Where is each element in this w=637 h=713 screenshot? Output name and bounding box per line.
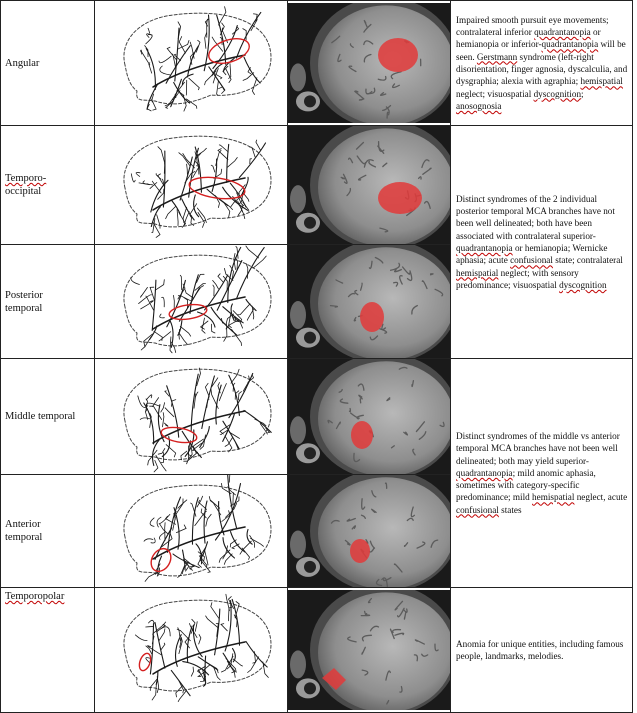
description-cell: Distinct syndromes of the middle vs ante… [450, 358, 633, 588]
text-run: syndrome (left-right disorientation, fin… [456, 51, 628, 87]
brain-sketch-cell [94, 0, 288, 126]
underlined-term: quadrantanopia [456, 467, 513, 478]
underlined-term: hemispatial [456, 267, 499, 278]
mri-sagittal-image [288, 590, 450, 710]
region-cell: Temporo- occipital [0, 125, 95, 245]
underlined-term: confusional [510, 255, 553, 266]
mri-sagittal-image [288, 126, 450, 244]
description-text: Anomia for unique entities, including fa… [456, 639, 623, 661]
brain-vessel-sketch [123, 367, 272, 473]
region-label: Middle temporal [5, 411, 76, 422]
region-cell: Anterior temporal [0, 474, 95, 588]
region-label: Posterior [5, 289, 43, 301]
brain-vessel-sketch [123, 593, 272, 702]
underlined-term: anosognosia [456, 100, 502, 111]
description-cell: Anomia for unique entities, including fa… [450, 587, 633, 713]
brain-vessel-sketch [123, 6, 272, 112]
region-label-line2: temporal [5, 532, 43, 543]
mri-cell [287, 125, 451, 245]
region-label: Anterior [5, 519, 41, 530]
description-text: Distinct syndromes of the middle vs ante… [456, 431, 627, 515]
table-row: Middle temporal Distinct syndromes of th… [0, 358, 633, 588]
table-row: Posterior temporal [0, 244, 633, 359]
table-row: Temporopolar Anomia for unique entities,… [0, 587, 633, 713]
mri-cell [287, 0, 451, 126]
brain-vessel-sketch [123, 475, 272, 582]
underlined-term: quadrantanopia [456, 243, 513, 253]
description-text: Distinct syndromes of the 2 individual p… [456, 194, 623, 290]
region-cell: Angular [0, 0, 95, 126]
mri-sagittal-image [288, 245, 450, 358]
text-run: or hemianopia or inferior- [456, 27, 601, 50]
mri-sagittal-image [288, 475, 450, 587]
text-run: states [498, 504, 522, 515]
description-cell: Impaired smooth pursuit eye movements; c… [450, 0, 633, 126]
brain-sketch-cell [94, 587, 288, 713]
underlined-term: quadrantanopia [534, 27, 591, 38]
mri-sagittal-image [288, 3, 450, 123]
underlined-term: hemispatial [532, 492, 575, 503]
underlined-term: dyscognition [559, 279, 607, 290]
table-row: Anterior temporal [0, 474, 633, 588]
mri-cell [287, 474, 451, 588]
text-run: neglect; with sensory predominance; visu… [456, 267, 579, 290]
table-row: Angular Impaired smooth pursuit eye move… [0, 0, 633, 126]
brain-vessel-sketch [123, 135, 272, 238]
mri-cell [287, 587, 451, 713]
underlined-term: hemispatial [580, 76, 623, 87]
text-run: Impaired smooth pursuit eye movements; c… [456, 14, 609, 38]
text-run: Distinct syndromes of the middle vs ante… [456, 430, 620, 466]
text-run: will be seen. [456, 39, 626, 62]
underlined-term: dyscognition [533, 88, 582, 99]
text-run: Anomia for unique entities, including fa… [456, 638, 624, 661]
region-cell: Middle temporal [0, 358, 95, 475]
text-run: state; contralateral [552, 255, 623, 266]
region-label: Angular [5, 57, 40, 69]
region-label-line2: occipital [5, 186, 42, 197]
underlined-term: Gerstmann [476, 51, 518, 62]
mri-cell [287, 358, 451, 475]
description-cell: Distinct syndromes of the 2 individual p… [450, 125, 633, 359]
region-cell: Posterior temporal [0, 244, 95, 359]
mri-sagittal-image [288, 359, 450, 474]
text-run: Distinct syndromes of the 2 individual p… [456, 193, 615, 241]
region-label: Temporo- [5, 173, 47, 184]
region-label: Temporopolar [5, 591, 65, 602]
table-row: Temporo- occipital Distinct syndromes of… [0, 125, 633, 359]
brain-sketch-cell [94, 474, 288, 588]
underlined-term: quadrantanopia [541, 39, 599, 50]
text-run: ; [581, 88, 584, 99]
underlined-term: confusional [456, 504, 499, 515]
mri-cell [287, 244, 451, 359]
brain-sketch-cell [94, 358, 288, 475]
region-label-line2: temporal [5, 302, 43, 314]
description-text: Impaired smooth pursuit eye movements; c… [456, 15, 627, 111]
text-run: or hemianopia; Wernicke aphasia; acute [456, 243, 608, 266]
text-run: ; mild anomic aphasia, sometimes with ca… [456, 467, 596, 503]
text-run: neglect, acute [574, 492, 628, 503]
text-run: neglect; visuospatial [456, 88, 534, 99]
brain-sketch-cell [94, 244, 288, 359]
brain-vessel-sketch [123, 245, 272, 354]
region-cell: Temporopolar [0, 587, 95, 713]
brain-sketch-cell [94, 125, 288, 245]
